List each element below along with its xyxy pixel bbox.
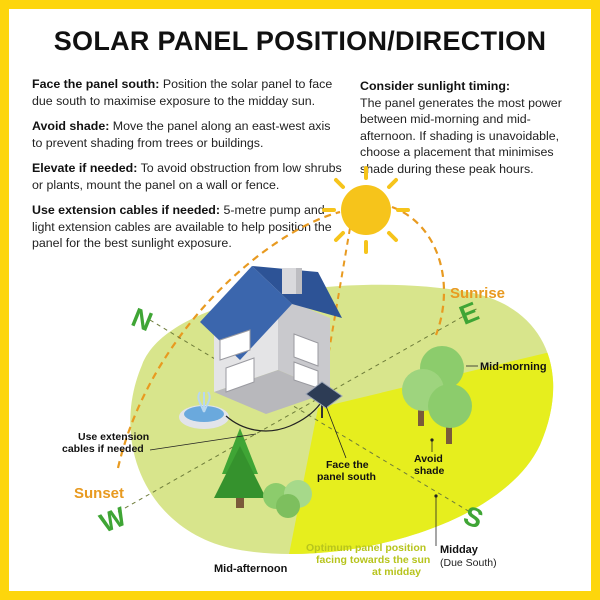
conifer-tree bbox=[214, 428, 266, 508]
cables-label-1: Use extension bbox=[78, 431, 149, 443]
shrub bbox=[263, 480, 312, 518]
tip-text: The panel generates the most power betwe… bbox=[360, 95, 562, 176]
compass-west: W bbox=[95, 501, 130, 539]
north-south-axis bbox=[149, 319, 471, 513]
face-south-label-2: panel south bbox=[317, 471, 376, 483]
extension-cable bbox=[225, 403, 321, 432]
optimum-label-3: at midday bbox=[372, 566, 421, 578]
house-illustration bbox=[200, 266, 342, 414]
avoid-shade-label-1: Avoid bbox=[414, 453, 443, 465]
page-title: SOLAR PANEL POSITION/DIRECTION bbox=[53, 26, 547, 56]
tip-extension-cables: Use extension cables if needed: 5-metre … bbox=[32, 202, 332, 252]
tip-avoid-shade: Avoid shade: Move the panel along an eas… bbox=[32, 118, 342, 151]
mid-afternoon-label: Mid-afternoon bbox=[214, 563, 288, 575]
tip-sunlight-timing: Consider sunlight timing: The panel gener… bbox=[360, 78, 575, 178]
face-south-label-1: Face the bbox=[326, 459, 369, 471]
fountain-illustration bbox=[179, 391, 229, 429]
optimum-label-2: facing towards the sun bbox=[316, 554, 430, 566]
solar-panel-illustration bbox=[305, 381, 343, 418]
tip-elevate: Elevate if needed: To avoid obstruction … bbox=[32, 160, 342, 193]
tip-text: 5-metre pump and light extension cables … bbox=[32, 203, 332, 251]
tip-heading: Avoid shade: bbox=[32, 119, 110, 133]
compass-north: N bbox=[127, 302, 156, 337]
tip-heading: Consider sunlight timing: bbox=[360, 79, 511, 93]
tip-heading: Face the panel south: bbox=[32, 77, 160, 91]
optimum-label-1: Optimum panel position bbox=[306, 542, 426, 554]
sun-arc-east bbox=[391, 205, 446, 336]
midday-label: Midday bbox=[440, 544, 479, 556]
sun-ray-to-panel bbox=[321, 227, 351, 393]
tip-text: To avoid obstruction from low shrubs or … bbox=[32, 161, 342, 192]
deciduous-trees bbox=[402, 346, 472, 444]
sun-icon bbox=[322, 166, 410, 254]
tip-heading: Elevate if needed: bbox=[32, 161, 138, 175]
tip-text: Position the solar panel to face due sou… bbox=[32, 77, 333, 108]
face-south-leader bbox=[325, 405, 347, 459]
tip-heading: Use extension cables if needed: bbox=[32, 203, 220, 217]
east-west-axis bbox=[117, 307, 479, 513]
tip-text: Move the panel along an east-west axis t… bbox=[32, 119, 331, 150]
due-south-label: (Due South) bbox=[440, 557, 497, 569]
mid-morning-label: Mid-morning bbox=[480, 361, 547, 373]
tip-face-south: Face the panel south: Position the solar… bbox=[32, 76, 342, 109]
cables-label-2: cables if needed bbox=[62, 443, 144, 455]
cables-leader bbox=[149, 433, 257, 451]
sunset-label: Sunset bbox=[74, 485, 124, 502]
avoid-shade-label-2: shade bbox=[414, 465, 445, 477]
sunrise-label: Sunrise bbox=[450, 285, 505, 302]
